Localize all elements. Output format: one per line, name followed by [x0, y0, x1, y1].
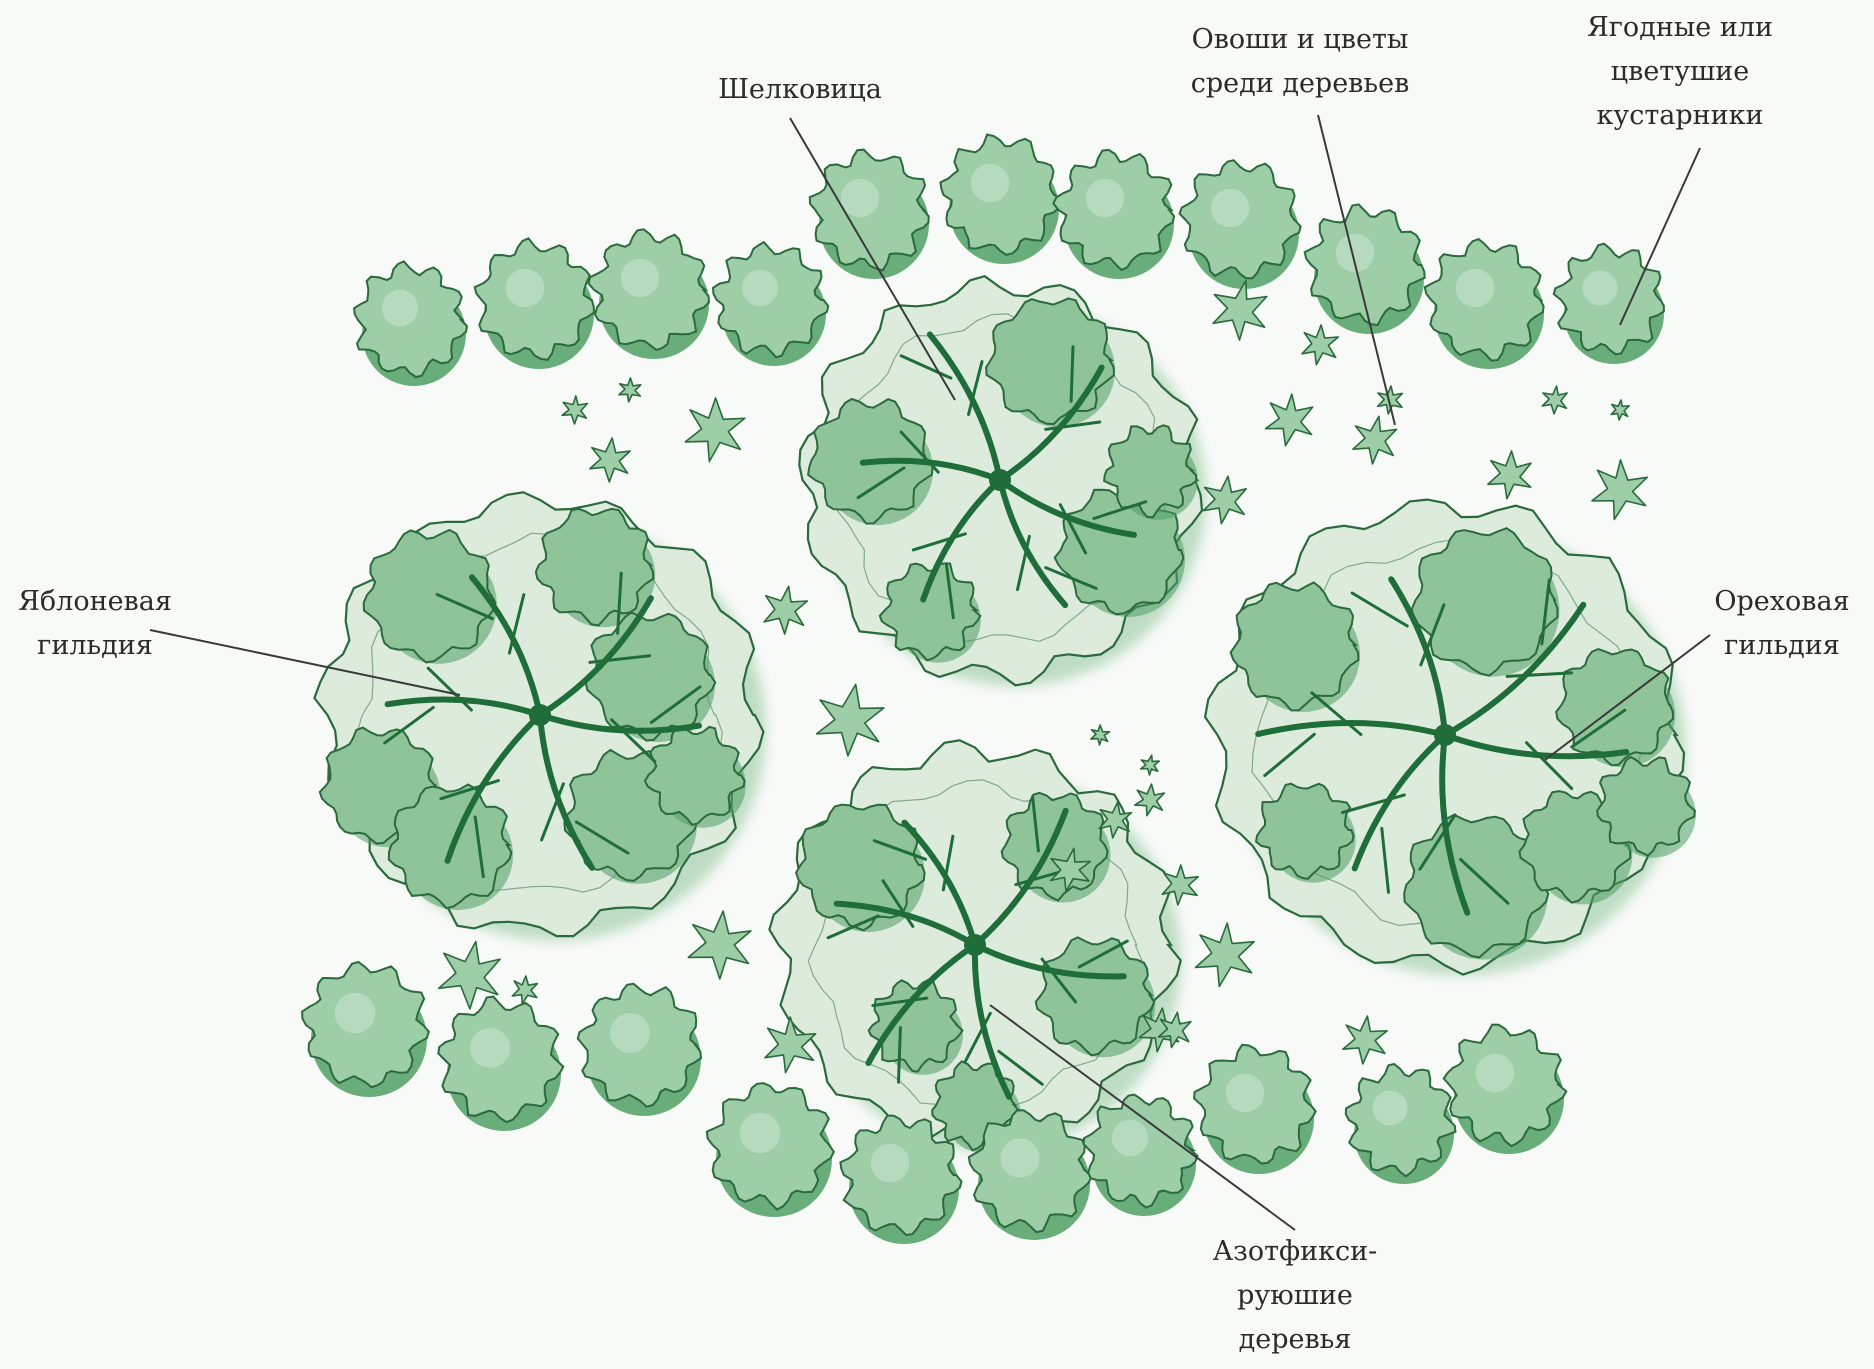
label-apple-guild: Яблоневая гильдия: [0, 580, 190, 668]
shrub-highlight: [1456, 269, 1495, 308]
shrub-highlight: [335, 993, 376, 1034]
label-berry-shrubs: Ягодные или цветушие кустарники: [1560, 6, 1800, 138]
star-plant-icon: [1343, 1016, 1387, 1064]
nitrogen-fixing-tree-trunk: [964, 934, 986, 956]
star-plant-icon: [764, 586, 807, 634]
star-plant-icon: [1542, 386, 1567, 414]
shrub-highlight: [1000, 1138, 1039, 1177]
star-plant-icon: [1141, 755, 1159, 775]
star-plant-icon: [1266, 394, 1313, 446]
label-vegetables-flowers: Овоши и цветы среди деревьев: [1150, 18, 1450, 106]
star-plant-icon: [512, 976, 537, 1004]
star-plant-icon: [590, 438, 630, 482]
shrub-highlight: [871, 1144, 910, 1183]
star-plant-icon: [1353, 416, 1397, 464]
shrub-highlight: [742, 270, 778, 306]
shrub-highlight: [1211, 189, 1250, 228]
star-plant-icon: [1592, 460, 1647, 520]
star-plant-icon: [1378, 386, 1403, 414]
label-nitrogen-fixing: Азотфикси- руюшие деревья: [1200, 1230, 1390, 1362]
shrub-highlight: [1583, 271, 1618, 306]
shrub-highlight: [1112, 1120, 1148, 1156]
shrub-highlight: [382, 290, 418, 326]
star-plant-icon: [562, 396, 587, 424]
label-mulberry: Шелковица: [690, 68, 910, 112]
nitrogen-fixing-tree-twig: [899, 1028, 901, 1083]
label-nut-guild: Ореховая гильдия: [1690, 580, 1874, 668]
star-plant-icon: [1213, 281, 1267, 340]
star-plant-icon: [1135, 784, 1165, 816]
star-plant-icon: [1611, 400, 1629, 420]
shrub-highlight: [470, 1028, 510, 1068]
apple-guild-tree-trunk: [529, 704, 551, 726]
star-plant-icon: [619, 378, 641, 402]
mulberry-tree-twig: [1071, 347, 1073, 402]
shrub-highlight: [621, 259, 660, 298]
star-plant-icon: [688, 911, 751, 979]
mulberry-tree-trunk: [989, 469, 1011, 491]
star-plant-icon: [1302, 325, 1338, 365]
star-plant-icon: [1091, 725, 1110, 745]
shrub-highlight: [841, 179, 880, 218]
star-plant-icon: [1196, 923, 1255, 986]
shrub-highlight: [610, 1013, 650, 1053]
nut-guild-tree-trunk: [1434, 724, 1456, 746]
star-plant-icon: [685, 398, 745, 462]
star-plant-icon: [817, 684, 884, 756]
star-plant-icon: [1203, 476, 1246, 524]
shrub-highlight: [971, 164, 1010, 203]
shrub-highlight: [1476, 1054, 1515, 1093]
shrub-highlight: [1086, 179, 1125, 218]
shrub-highlight: [740, 1113, 781, 1154]
shrub-highlight: [506, 269, 545, 308]
shrub-highlight: [1373, 1091, 1408, 1126]
star-plant-icon: [1488, 451, 1531, 499]
shrub-highlight: [1226, 1074, 1265, 1113]
